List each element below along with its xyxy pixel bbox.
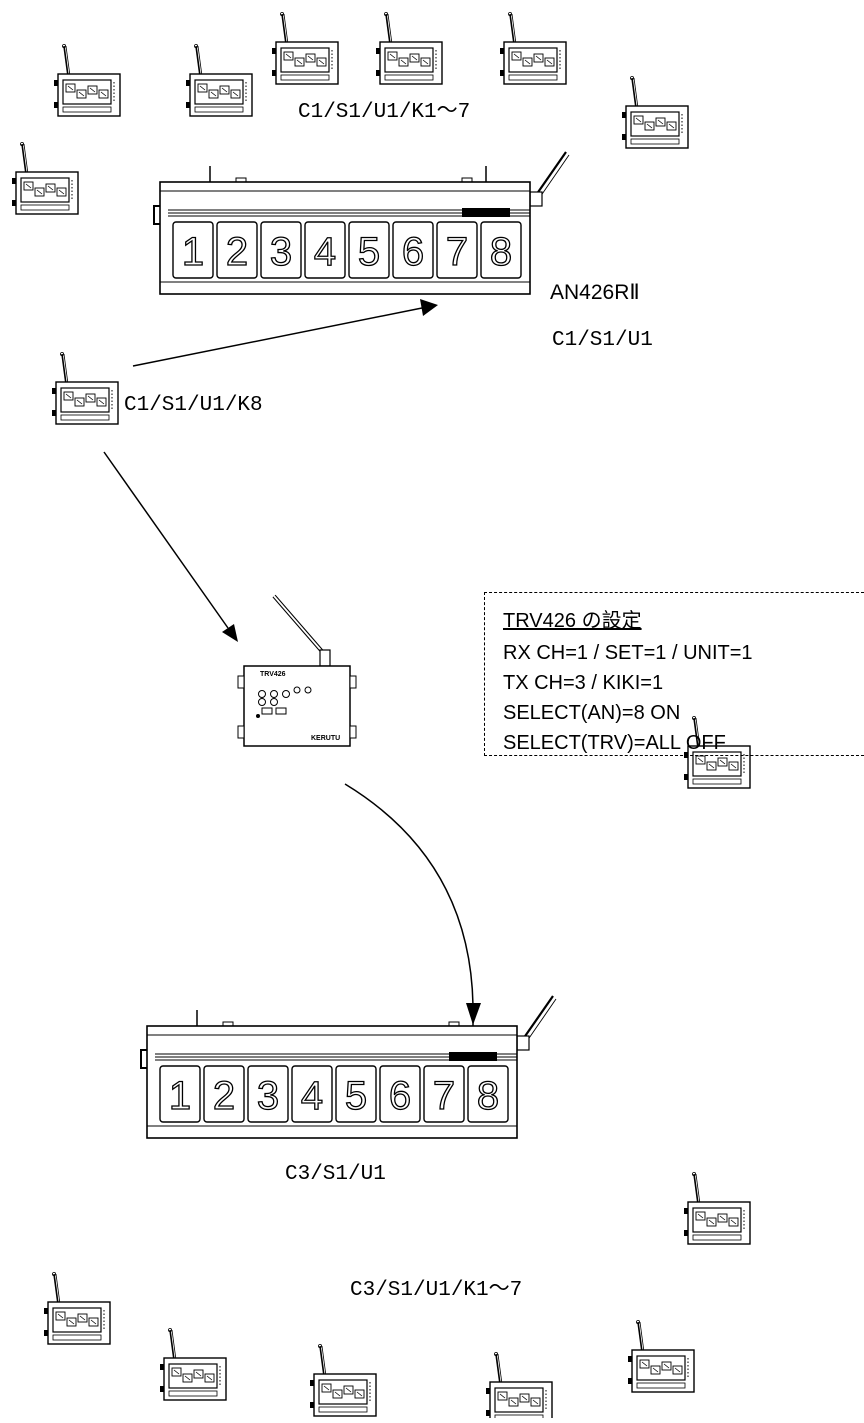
transmitter-unit bbox=[621, 75, 689, 149]
top-display-digit: 1 bbox=[182, 230, 204, 274]
transmitter-unit bbox=[627, 1319, 695, 1393]
bottom-display-digit-window bbox=[423, 1065, 465, 1123]
bottom-display-digit: 1 bbox=[169, 1074, 191, 1118]
transmitter-unit bbox=[485, 1351, 553, 1423]
transmitter-unit bbox=[309, 1343, 377, 1417]
top-display-digit-window bbox=[348, 221, 390, 279]
k8-transmitter-unit bbox=[51, 351, 119, 425]
bottom-display-digit-window bbox=[335, 1065, 377, 1123]
top-display-digit: 8 bbox=[490, 230, 512, 274]
transmitter-unit bbox=[43, 1271, 111, 1345]
bottom-display-digit: 2 bbox=[213, 1074, 235, 1118]
top-display-digit-window bbox=[392, 221, 434, 279]
relay-unit-trv426 bbox=[237, 594, 357, 747]
bottom-transmitters-label: C3/S1/U1/K1～7 bbox=[350, 1279, 523, 1302]
relay-brand-logo: KERUTU bbox=[311, 735, 341, 742]
bottom-display-digit: 3 bbox=[257, 1074, 279, 1118]
top-display-digit: 4 bbox=[314, 230, 336, 274]
transmitter-unit bbox=[185, 43, 253, 117]
bottom-display-digit-window bbox=[159, 1065, 201, 1123]
bottom-display-digit-window bbox=[247, 1065, 289, 1123]
top-display-digit: 2 bbox=[226, 230, 248, 274]
top-display-digit-window bbox=[304, 221, 346, 279]
transmitter-unit bbox=[53, 43, 121, 117]
transmitter-unit bbox=[271, 11, 339, 85]
transmitter-unit bbox=[375, 11, 443, 85]
bottom-display-digit: 5 bbox=[345, 1074, 367, 1118]
trv426-settings-box: TRV426 の設定 RX CH=1 / SET=1 / UNIT=1 TX C… bbox=[484, 592, 864, 756]
bottom-display-digit-window bbox=[379, 1065, 421, 1123]
top-display-model: AN426RⅡ bbox=[550, 281, 640, 304]
top-transmitters-label: C1/S1/U1/K1～7 bbox=[298, 101, 471, 124]
top-display-digit-window bbox=[436, 221, 478, 279]
settings-line: SELECT(TRV)=ALL OFF bbox=[503, 732, 726, 754]
top-display-digit: 7 bbox=[446, 230, 468, 274]
bottom-display-address: C3/S1/U1 bbox=[285, 1163, 386, 1186]
transmitter-unit bbox=[499, 11, 567, 85]
top-display-digit-window bbox=[260, 221, 302, 279]
bottom-display-digit: 6 bbox=[389, 1074, 411, 1118]
settings-line: TX CH=3 / KIKI=1 bbox=[503, 672, 664, 694]
top-display-digit-window bbox=[172, 221, 214, 279]
k8-transmitter-label: C1/S1/U1/K8 bbox=[124, 394, 263, 417]
relay-device-name: TRV426 bbox=[260, 671, 286, 678]
top-display-digit: 6 bbox=[402, 230, 424, 274]
transmitter-unit bbox=[683, 1171, 751, 1245]
top-display-digit: 5 bbox=[358, 230, 380, 274]
bottom-display-digit-window bbox=[467, 1065, 509, 1123]
bottom-display-digit-window bbox=[203, 1065, 245, 1123]
bottom-display-digit: 7 bbox=[433, 1074, 455, 1118]
top-display-digit-window bbox=[480, 221, 522, 279]
signal-arrows bbox=[103, 299, 481, 1025]
bottom-display-digit: 4 bbox=[301, 1074, 323, 1118]
top-display-address: C1/S1/U1 bbox=[552, 329, 653, 352]
top-display-digit-window bbox=[216, 221, 258, 279]
bottom-display-digit: 8 bbox=[477, 1074, 499, 1118]
settings-title: TRV426 の設定 bbox=[503, 610, 642, 632]
transmitter-unit bbox=[159, 1327, 227, 1401]
bottom-display-digit-window bbox=[291, 1065, 333, 1123]
top-display-digit: 3 bbox=[270, 230, 292, 274]
settings-line: SELECT(AN)=8 ON bbox=[503, 702, 681, 724]
transmitter-unit bbox=[11, 141, 79, 215]
settings-line: RX CH=1 / SET=1 / UNIT=1 bbox=[503, 642, 753, 664]
